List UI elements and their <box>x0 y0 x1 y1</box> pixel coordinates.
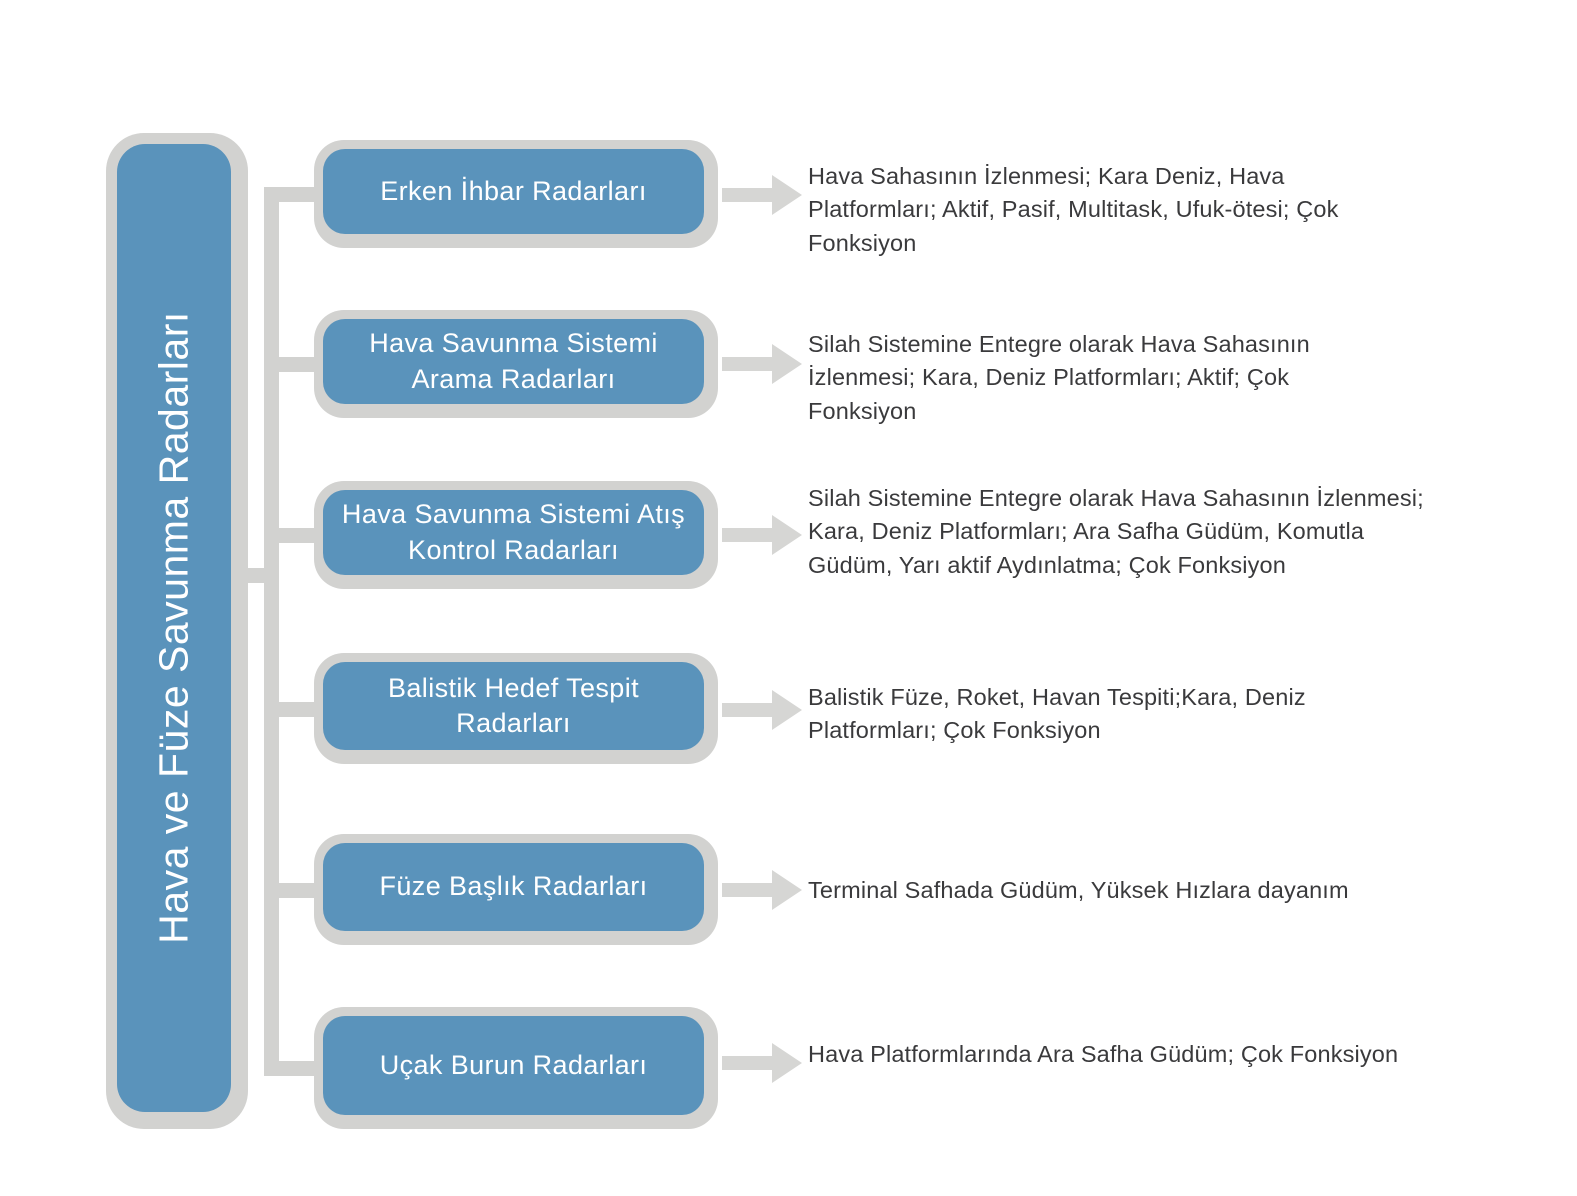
node-fuze-baslik-radarlari[interactable]: Füze Başlık Radarları <box>314 834 718 945</box>
node-label-fuze-baslik-radarlari: Füze Başlık Radarları <box>379 871 648 902</box>
connector-branch-balistik-hedef-tespit-radarlari <box>264 701 326 717</box>
node-body-hava-savunma-sistemi-atis-kontrol-radarlari: Hava Savunma Sistemi Atış Kontrol Radarl… <box>323 490 704 575</box>
connector-branch-hava-savunma-sistemi-atis-kontrol-radarlari <box>264 528 326 543</box>
node-hava-savunma-sistemi-arama-radarlari[interactable]: Hava Savunma Sistemi Arama Radarları <box>314 310 718 418</box>
root-node-body: Hava ve Füze Savunma Radarları <box>117 144 231 1112</box>
node-label-ucak-burun-radarlari: Uçak Burun Radarları <box>379 1049 648 1080</box>
connector-trunk <box>264 191 279 1072</box>
description-ucak-burun-radarlari: Hava Platformlarında Ara Safha Güdüm; Ço… <box>808 1041 1399 1067</box>
connector-branch-ucak-burun-radarlari <box>264 1061 326 1076</box>
node-label-hava-savunma-sistemi-arama-radarlari: Hava Savunma Sistemi Arama Radarları <box>369 328 658 394</box>
node-balistik-hedef-tespit-radarlari[interactable]: Balistik Hedef Tespit Radarları <box>314 653 718 764</box>
description-hava-savunma-sistemi-atis-kontrol-radarlari: Silah Sistemine Entegre olarak Hava Saha… <box>808 485 1424 578</box>
right-arrow-icon-hava-savunma-sistemi-atis-kontrol-radarlari <box>722 513 802 557</box>
node-body-balistik-hedef-tespit-radarlari: Balistik Hedef Tespit Radarları <box>323 662 704 750</box>
node-erken-ihbar-radarlari[interactable]: Erken İhbar Radarları <box>314 140 718 248</box>
node-label-erken-ihbar-radarlari: Erken İhbar Radarları <box>380 175 647 206</box>
node-body-fuze-baslik-radarlari: Füze Başlık Radarları <box>323 843 704 931</box>
description-erken-ihbar-radarlari: Hava Sahasının İzlenmesi; Kara Deniz, Ha… <box>808 163 1339 256</box>
node-body-ucak-burun-radarlari: Uçak Burun Radarları <box>323 1016 704 1115</box>
node-label-balistik-hedef-tespit-radarlari: Balistik Hedef Tespit Radarları <box>387 672 640 738</box>
description-fuze-baslik-radarlari: Terminal Safhada Güdüm, Yüksek Hızlara d… <box>808 877 1349 903</box>
connector-branch-fuze-baslik-radarlari <box>264 882 326 898</box>
root-node-label: Hava ve Füze Savunma Radarları <box>150 311 197 945</box>
connector-branch-hava-savunma-sistemi-arama-radarlari <box>264 357 326 372</box>
node-body-erken-ihbar-radarlari: Erken İhbar Radarları <box>323 149 704 234</box>
node-body-hava-savunma-sistemi-arama-radarlari: Hava Savunma Sistemi Arama Radarları <box>323 319 704 404</box>
right-arrow-icon-balistik-hedef-tespit-radarlari <box>722 688 802 732</box>
description-balistik-hedef-tespit-radarlari: Balistik Füze, Roket, Havan Tespiti;Kara… <box>808 684 1306 744</box>
right-arrow-icon-hava-savunma-sistemi-arama-radarlari <box>722 342 802 386</box>
node-hava-savunma-sistemi-atis-kontrol-radarlari[interactable]: Hava Savunma Sistemi Atış Kontrol Radarl… <box>314 481 718 589</box>
right-arrow-icon-ucak-burun-radarlari <box>722 1041 802 1085</box>
connector-branch-erken-ihbar-radarlari <box>264 187 326 202</box>
description-hava-savunma-sistemi-arama-radarlari: Silah Sistemine Entegre olarak Hava Saha… <box>808 331 1310 424</box>
node-label-hava-savunma-sistemi-atis-kontrol-radarlari: Hava Savunma Sistemi Atış Kontrol Radarl… <box>341 499 686 565</box>
root-node-hava-ve-fuze-savunma-radarlari[interactable]: Hava ve Füze Savunma Radarları <box>106 133 248 1129</box>
node-ucak-burun-radarlari[interactable]: Uçak Burun Radarları <box>314 1007 718 1129</box>
right-arrow-icon-erken-ihbar-radarlari <box>722 173 802 217</box>
right-arrow-icon-fuze-baslik-radarlari <box>722 868 802 912</box>
